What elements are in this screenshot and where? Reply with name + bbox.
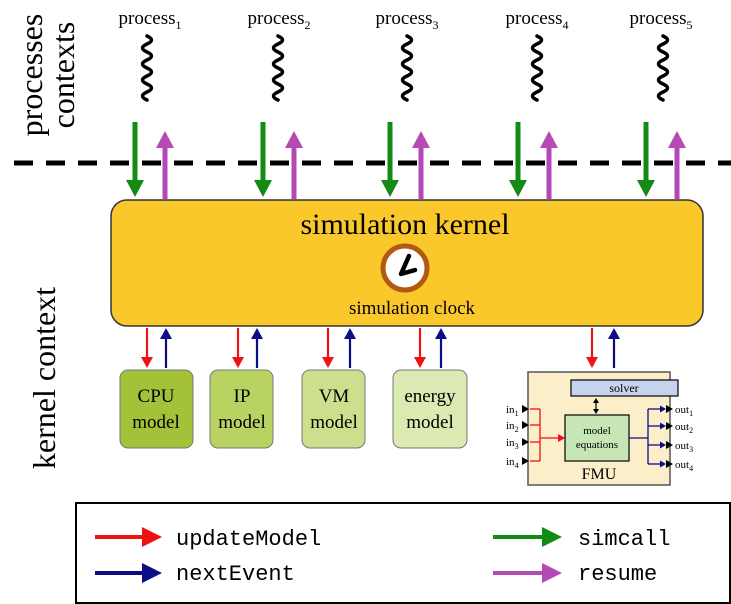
fmu-output-label-2: out2 <box>675 421 693 435</box>
update-model-arrow-1 <box>141 328 153 368</box>
legend-update-model-label: updateModel <box>176 527 321 552</box>
simcall-arrow-4 <box>509 122 527 197</box>
legend-box <box>75 502 731 604</box>
update-model-arrow-5 <box>586 328 598 368</box>
legend-simcall-label: simcall <box>578 527 670 552</box>
process-label-4: process4 <box>506 8 569 32</box>
fmu-output-label-4: out4 <box>675 459 693 473</box>
processes-contexts-label-line1: processes <box>13 14 49 137</box>
fmu-output-label-3: out3 <box>675 440 693 454</box>
fmu-output-port-3 <box>666 441 673 449</box>
process-thread-3 <box>400 34 414 102</box>
fmu-input-label-2: in2 <box>506 420 519 434</box>
fmu-input-arrow <box>540 434 565 442</box>
fmu-input-label-1: in1 <box>506 404 519 418</box>
vm-model: VM model <box>301 369 366 449</box>
process-label-5: process5 <box>630 8 693 32</box>
legend-resume-arrow <box>493 563 562 583</box>
fmu-equations-label-1: model <box>583 425 611 437</box>
simcall-arrow-5 <box>637 122 655 197</box>
legend-update-model-arrow <box>95 527 162 547</box>
next-event-arrow-2 <box>251 328 263 368</box>
fmu-output-label-1: out1 <box>675 404 693 418</box>
energy-model-label-1: energy <box>404 386 456 407</box>
simcall-arrow-1 <box>126 122 144 197</box>
cpu-model-label-2: model <box>132 412 180 433</box>
next-event-arrow-3 <box>344 328 356 368</box>
next-event-arrow-5 <box>608 328 620 368</box>
fmu-output-arrow-2 <box>648 422 666 430</box>
resume-arrow-5 <box>668 131 686 199</box>
fmu-output-arrow-3 <box>648 441 666 449</box>
fmu-model-equations-box <box>564 414 630 462</box>
process-labels: process1 process2 process3 process4 proc… <box>119 8 693 32</box>
cpu-model: CPU model <box>119 369 194 449</box>
processes-contexts-label-line2: contexts <box>45 22 81 129</box>
resume-arrow-3 <box>412 131 430 199</box>
fmu-input-label-3: in3 <box>506 437 519 451</box>
legend-next-event-arrow <box>95 563 162 583</box>
fmu-equations-label-2: equations <box>576 439 618 451</box>
vm-model-label-2: model <box>310 412 358 433</box>
resume-arrow-1 <box>156 131 174 199</box>
legend-next-event-label: nextEvent <box>176 562 295 587</box>
process-kernel-arrows <box>126 122 686 199</box>
resume-arrow-2 <box>285 131 303 199</box>
fmu-solver-label: solver <box>609 381 638 395</box>
fmu-input-port-1 <box>522 405 529 413</box>
process-label-2: process2 <box>248 8 311 32</box>
clock-icon <box>380 243 430 293</box>
fmu-io-connections: in1 in2 in3 in4 out1 out2 out3 out4 <box>506 404 693 473</box>
legend-resume-label: resume <box>578 562 657 587</box>
next-event-arrow-1 <box>160 328 172 368</box>
kernel-model-arrows <box>141 328 620 368</box>
cpu-model-label-1: CPU <box>138 386 175 407</box>
simulation-kernel-title: simulation kernel <box>300 208 509 241</box>
energy-model-label-2: model <box>406 412 454 433</box>
fmu-output-port-1 <box>666 405 673 413</box>
fmu-box: solver model equations FMU in1 in2 in3 in4 o… <box>506 371 693 486</box>
process-thread-5 <box>656 34 670 102</box>
simcall-arrow-3 <box>381 122 399 197</box>
simcall-arrow-2 <box>254 122 272 197</box>
legend-simcall-arrow <box>493 527 562 547</box>
process-thread-1 <box>140 34 154 102</box>
fmu-input-label-4: in4 <box>506 456 519 470</box>
update-model-arrow-4 <box>414 328 426 368</box>
vm-model-label-1: VM <box>319 386 350 407</box>
update-model-arrow-2 <box>232 328 244 368</box>
process-label-1: process1 <box>119 8 182 32</box>
fmu-output-port-2 <box>666 422 673 430</box>
fmu-output-port-4 <box>666 460 673 468</box>
process-threads <box>140 34 670 102</box>
fmu-input-port-2 <box>522 421 529 429</box>
fmu-solver-box <box>570 379 679 397</box>
ip-model-label-1: IP <box>234 386 251 407</box>
energy-model: energy model <box>392 369 468 449</box>
ip-model-label-2: model <box>218 412 266 433</box>
resume-arrow-4 <box>540 131 558 199</box>
fmu-label: FMU <box>582 466 617 483</box>
fmu-input-port-3 <box>522 438 529 446</box>
legend-arrows <box>95 527 562 583</box>
process-thread-4 <box>530 34 544 102</box>
fmu-input-port-4 <box>522 457 529 465</box>
process-thread-2 <box>271 34 285 102</box>
kernel-context-label: kernel context <box>26 287 62 469</box>
next-event-arrow-4 <box>435 328 447 368</box>
fmu-output-arrow-1 <box>648 405 666 413</box>
ip-model: IP model <box>209 369 274 449</box>
update-model-arrow-3 <box>322 328 334 368</box>
fmu-output-arrow-4 <box>648 460 666 468</box>
simulation-clock-label: simulation clock <box>349 298 476 319</box>
process-label-3: process3 <box>376 8 439 32</box>
